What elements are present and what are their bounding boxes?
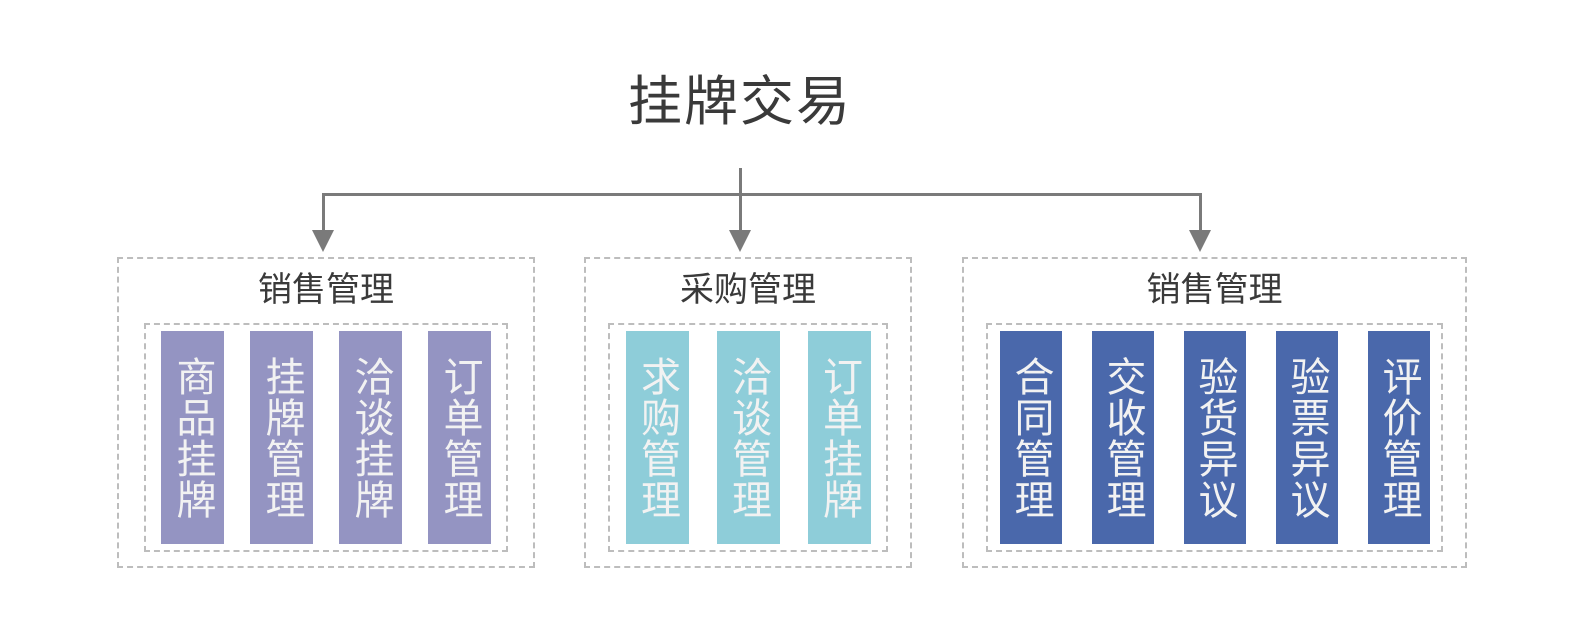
group-items-row: 商品挂牌 挂牌管理 洽谈挂牌 订单管理 — [161, 331, 491, 544]
item-label: 验票异议 — [1283, 355, 1330, 520]
item-card[interactable]: 洽谈挂牌 — [339, 331, 402, 544]
item-card[interactable]: 求购管理 — [625, 331, 689, 544]
item-label: 求购管理 — [634, 355, 680, 520]
connector-drop-3 — [1199, 193, 1202, 233]
connector-drop-2 — [739, 193, 742, 233]
connector-drop-1 — [322, 193, 325, 233]
item-card[interactable]: 验货异议 — [1183, 331, 1246, 544]
item-label: 订单管理 — [436, 355, 483, 520]
item-card[interactable]: 订单管理 — [428, 331, 491, 544]
arrow-down-icon-2 — [729, 230, 751, 252]
item-card[interactable]: 订单挂牌 — [807, 331, 871, 544]
item-label: 洽谈挂牌 — [347, 355, 394, 520]
item-card[interactable]: 商品挂牌 — [161, 331, 224, 544]
group-items-container: 商品挂牌 挂牌管理 洽谈挂牌 订单管理 — [144, 323, 508, 552]
root-title: 挂牌交易 — [628, 70, 852, 133]
connector-horizontal-bus — [322, 193, 1202, 196]
group-items-container: 合同管理 交收管理 验货异议 验票异议 评价管理 — [986, 323, 1443, 552]
group-procurement-management: 采购管理 求购管理 洽谈管理 订单挂牌 — [584, 257, 912, 568]
item-card[interactable]: 合同管理 — [999, 331, 1062, 544]
group-items-container: 求购管理 洽谈管理 订单挂牌 — [608, 323, 888, 552]
arrow-down-icon-1 — [312, 230, 334, 252]
item-label: 验货异议 — [1191, 355, 1238, 520]
item-label: 挂牌管理 — [258, 355, 305, 520]
group-title: 销售管理 — [258, 270, 394, 310]
item-card[interactable]: 评价管理 — [1367, 331, 1430, 544]
group-items-row: 合同管理 交收管理 验货异议 验票异议 评价管理 — [999, 331, 1430, 544]
item-label: 评价管理 — [1375, 355, 1422, 520]
group-title: 销售管理 — [1146, 270, 1283, 310]
item-card[interactable]: 验票异议 — [1275, 331, 1338, 544]
group-sales-management-1: 销售管理 商品挂牌 挂牌管理 洽谈挂牌 订单管理 — [117, 257, 535, 568]
item-card[interactable]: 交收管理 — [1091, 331, 1154, 544]
item-label: 合同管理 — [1007, 355, 1054, 520]
item-label: 洽谈管理 — [725, 355, 771, 520]
item-label: 商品挂牌 — [169, 355, 216, 520]
item-card[interactable]: 挂牌管理 — [250, 331, 313, 544]
connector-trunk-vertical — [739, 168, 742, 196]
group-items-row: 求购管理 洽谈管理 订单挂牌 — [625, 331, 871, 544]
item-label: 交收管理 — [1099, 355, 1146, 520]
group-title: 采购管理 — [680, 270, 816, 310]
arrow-down-icon-3 — [1189, 230, 1211, 252]
group-sales-management-2: 销售管理 合同管理 交收管理 验货异议 验票异议 评价管理 — [962, 257, 1467, 568]
item-card[interactable]: 洽谈管理 — [716, 331, 780, 544]
item-label: 订单挂牌 — [816, 355, 862, 520]
